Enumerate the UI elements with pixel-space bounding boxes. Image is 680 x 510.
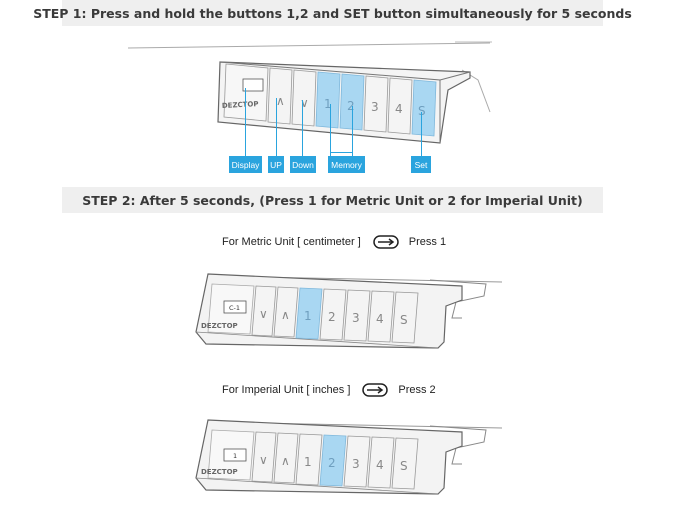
down-callout: Down [290,156,316,173]
set-button-label: S [418,104,426,118]
down-callout-text: Down [292,159,314,170]
imperial-instruction: For Imperial Unit [ inches ] Press 2 [222,383,436,397]
imperial-b1-label: 1 [304,455,312,469]
memory-button-4-label: 4 [395,102,403,116]
imperial-brand-logo: DEZCTOP [201,468,238,476]
imperial-b2-label: 2 [328,456,336,470]
memory-button-1-label: 1 [324,97,332,111]
imperial-press: Press 2 [398,384,436,396]
imperial-controller-illustration: 1 DEZCTOP ∨ ∧ 1 2 3 4 S [195,419,503,495]
memory-button-3-label: 3 [371,100,379,114]
imperial-display-screen [223,448,247,462]
metric-b2-label: 2 [328,310,336,324]
metric-press: Press 1 [408,236,447,248]
up-button-label: ∧ [276,94,285,108]
display-leader-line [245,88,246,156]
up-callout-text: UP [270,159,282,170]
memory-callout-text: Memory [331,159,362,170]
metric-display-screen [223,300,247,314]
imperial-display-text: 1 [233,452,237,460]
imperial-down-label: ∨ [259,453,268,467]
metric-brand-logo: DEZCTOP [201,322,238,330]
brand-logo: DEZCTOP [222,100,259,110]
display-screen [242,78,264,92]
memory-leader-join [330,152,353,153]
metric-b3-label: 3 [352,311,360,325]
set-button [411,79,437,137]
metric-label: For Metric Unit [ centimeter ] [222,236,361,248]
step1-controller-illustration: DEZCTOP ∧ ∨ 1 2 3 4 S [127,41,492,144]
step1-banner: STEP 1: Press and hold the buttons 1,2 a… [33,0,632,26]
memory-button-2 [339,73,365,131]
set-callout: Set [411,156,431,173]
step2-banner: STEP 2: After 5 seconds, (Press 1 for Me… [62,187,603,213]
memory-button-3 [363,75,389,133]
display-callout-text: Display [231,159,260,170]
step2-title: STEP 2: After 5 seconds, (Press 1 for Me… [82,192,583,208]
set-leader-line [421,112,422,156]
metric-up-label: ∧ [281,308,290,322]
arrow-right-icon [362,383,389,397]
up-leader-line [276,98,277,156]
up-button [267,67,293,125]
memory-button-1 [315,71,341,129]
metric-display-text: C-1 [229,304,240,312]
imperial-button-2-highlight [319,434,347,487]
memory-button-2-label: 2 [347,99,355,113]
imperial-set-label: S [400,459,408,473]
display-callout: Display [229,156,262,173]
metric-b1-label: 1 [304,309,312,323]
imperial-b3-label: 3 [352,457,360,471]
down-button [291,69,317,127]
up-callout: UP [268,156,284,173]
step1-title: STEP 1: Press and hold the buttons 1,2 a… [33,5,632,21]
memory-button-4 [387,77,413,135]
metric-set-label: S [400,313,408,327]
display-area [223,63,269,122]
step1-button-panel: DEZCTOP ∧ ∨ 1 2 3 4 S [222,63,437,137]
metric-down-label: ∨ [259,307,268,321]
memory-leader-line-2 [352,106,353,156]
memory-leader-line-1 [330,104,331,156]
down-button-label: ∨ [300,96,309,110]
set-callout-text: Set [414,159,428,170]
memory-callout: Memory [328,156,365,173]
imperial-b4-label: 4 [376,458,384,472]
down-leader-line [302,100,303,156]
imperial-label: For Imperial Unit [ inches ] [222,384,351,396]
arrow-right-icon [373,235,399,249]
metric-controller-illustration: C-1 DEZCTOP ∨ ∧ 1 2 3 4 S [195,273,503,349]
metric-instruction: For Metric Unit [ centimeter ] Press 1 [222,235,446,249]
metric-b4-label: 4 [376,312,384,326]
metric-button-1-highlight [295,287,323,340]
imperial-up-label: ∧ [281,454,290,468]
